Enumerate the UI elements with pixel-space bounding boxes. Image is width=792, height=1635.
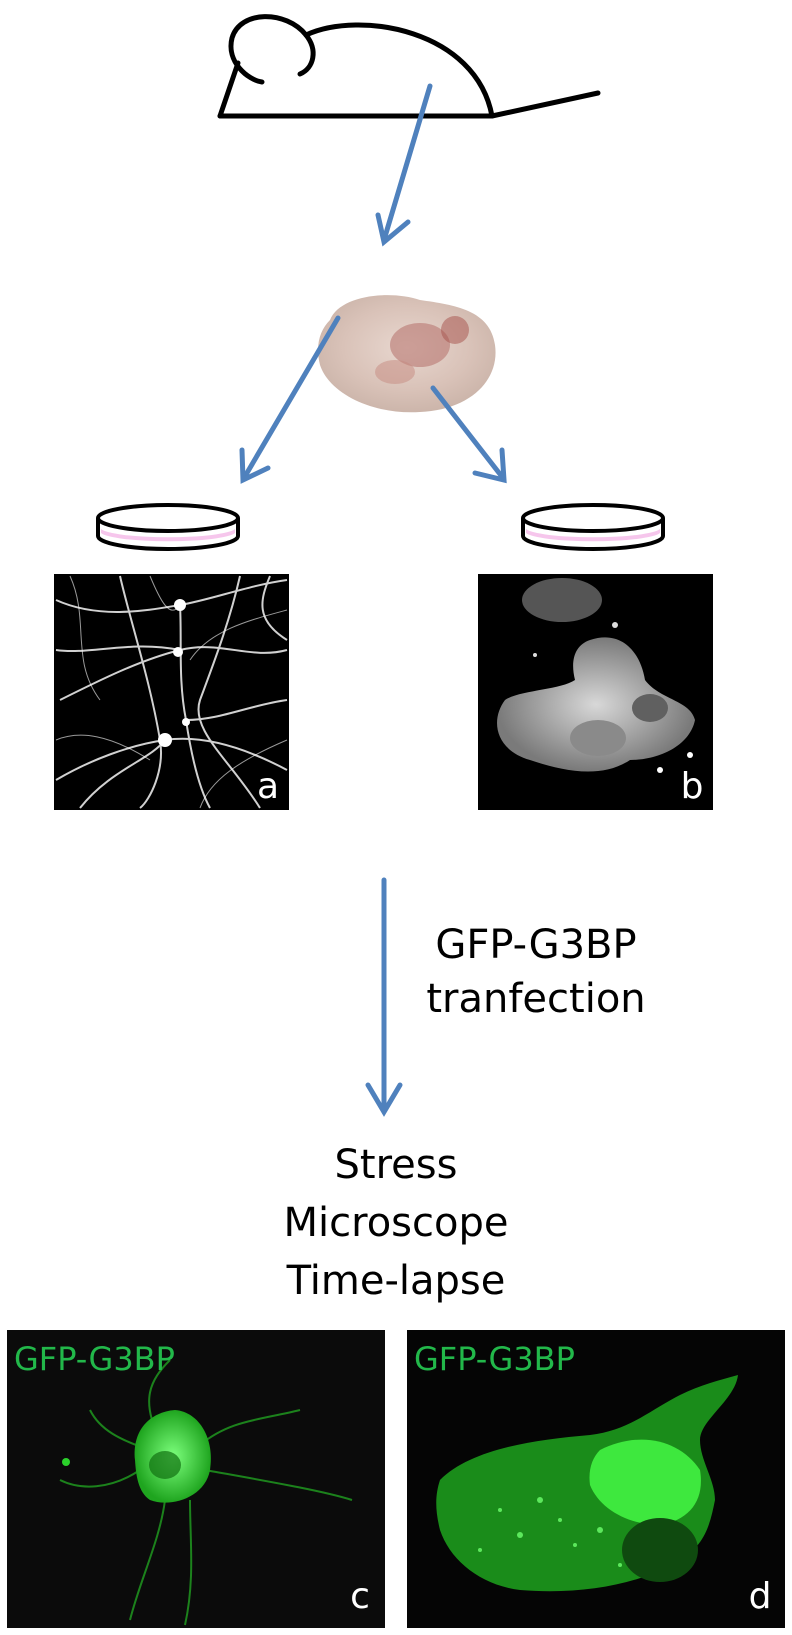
panel-d-overlay-label: GFP-G3BP	[414, 1340, 575, 1378]
tissue-sample-image	[318, 295, 496, 413]
panel-a-neurons-image	[54, 574, 289, 810]
culture-dish-a-icon	[96, 503, 240, 551]
arrow-tissue-to-dish-a	[239, 315, 341, 484]
panel-b-label: b	[681, 766, 704, 807]
imaging-label-line-2: Microscope	[284, 1200, 509, 1246]
arrow-tissue-to-dish-b	[430, 385, 507, 484]
panel-a-label: a	[257, 766, 279, 807]
panel-c-label: c	[350, 1576, 370, 1617]
panel-d-gfp-cell-image	[407, 1330, 785, 1628]
arrow-transfection	[365, 877, 403, 1117]
culture-dish-b-icon	[521, 503, 665, 551]
panel-c-overlay-label: GFP-G3BP	[14, 1340, 175, 1378]
transfection-label-line-1: GFP-G3BP	[435, 922, 636, 968]
imaging-label-line-3: Time-lapse	[286, 1258, 506, 1304]
mouse-icon	[217, 14, 601, 119]
arrow-mouse-to-tissue	[375, 83, 433, 247]
transfection-label-line-2: tranfection	[426, 976, 645, 1022]
panel-d-label: d	[749, 1576, 772, 1617]
imaging-label-line-1: Stress	[335, 1142, 458, 1188]
panel-c-gfp-neuron-image	[7, 1330, 385, 1628]
panel-b-cells-image	[478, 574, 713, 810]
